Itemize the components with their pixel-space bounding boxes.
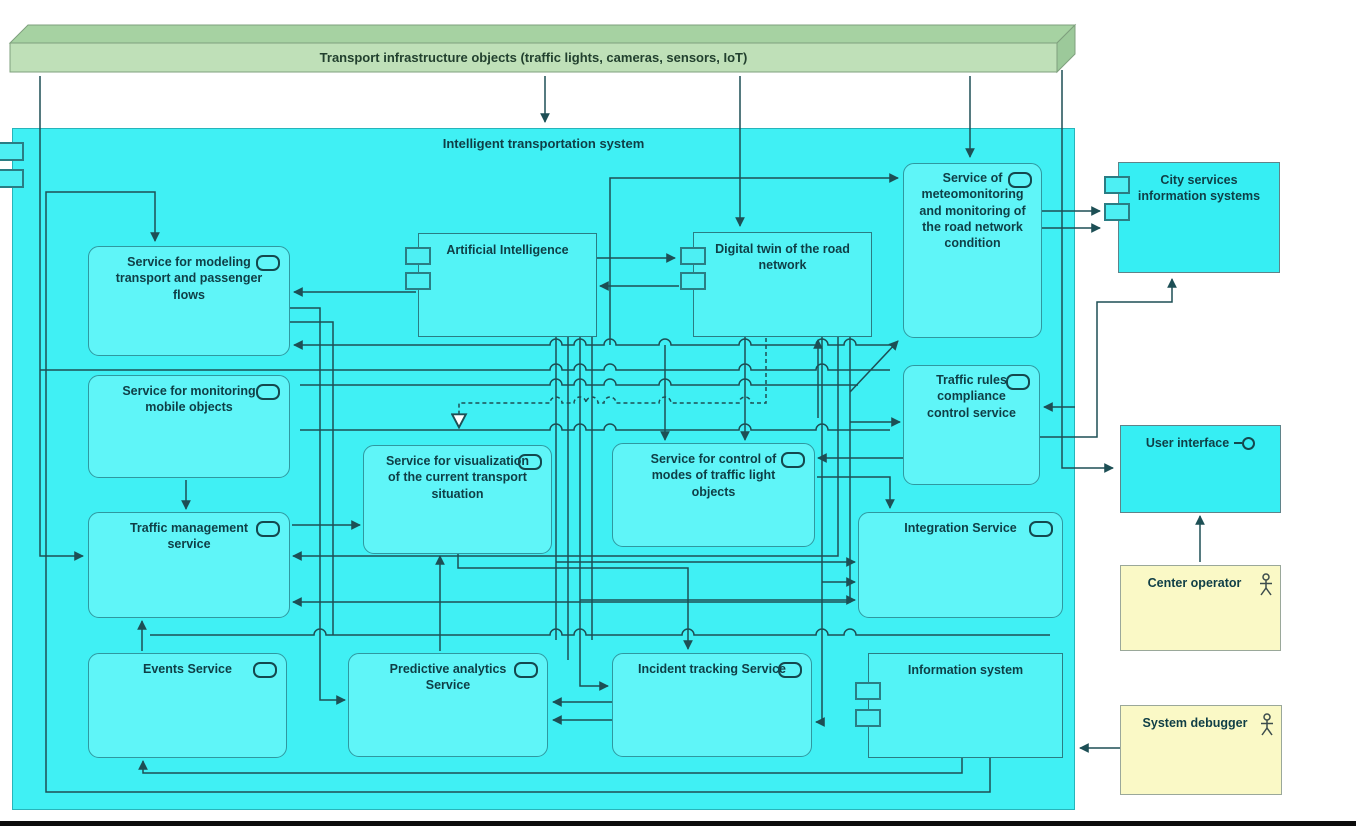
component-ai-box[interactable]: Artificial Intelligence <box>418 233 597 337</box>
service-icon <box>256 521 280 537</box>
service-integration-box[interactable]: Integration Service <box>858 512 1063 618</box>
service-icon <box>1008 172 1032 188</box>
service-modeling-label: Service for modeling transport and passe… <box>115 255 263 302</box>
service-icon <box>1006 374 1030 390</box>
center-operator-label: Center operator <box>1147 576 1242 590</box>
service-icon <box>253 662 277 678</box>
actor-icon <box>1260 573 1272 596</box>
component-ai-label: Artificial Intelligence <box>446 243 569 257</box>
user-interface-box[interactable]: User interface <box>1120 425 1281 513</box>
component-icon <box>680 272 706 290</box>
component-icon <box>1104 176 1130 194</box>
component-icon <box>855 682 881 700</box>
component-icon <box>0 142 24 161</box>
component-digital-twin-label: Digital twin of the road network <box>715 242 850 273</box>
service-icon <box>256 255 280 271</box>
system-debugger-box[interactable]: System debugger <box>1120 705 1282 795</box>
service-predictive-box[interactable]: Predictive analytics Service <box>348 653 548 757</box>
infrastructure-node-label[interactable]: Transport infrastructure objects (traffi… <box>319 50 748 65</box>
service-icon <box>1029 521 1053 537</box>
service-predictive-label: Predictive analytics Service <box>389 662 507 693</box>
service-incident-label: Incident tracking Service <box>638 662 786 676</box>
service-monitoring-mobile-box[interactable]: Service for monitoring mobile objects <box>88 375 290 478</box>
service-monitoring-mobile-label: Service for monitoring mobile objects <box>122 384 256 415</box>
component-information-system-label: Information system <box>907 663 1024 677</box>
service-icon <box>778 662 802 678</box>
service-traffic-management-box[interactable]: Traffic management service <box>88 512 290 618</box>
service-modeling-box[interactable]: Service for modeling transport and passe… <box>88 246 290 356</box>
component-icon <box>0 169 24 188</box>
service-icon <box>518 454 542 470</box>
service-events-label: Events Service <box>143 662 232 676</box>
service-icon <box>256 384 280 400</box>
user-interface-label: User interface <box>1145 436 1230 450</box>
service-traffic-rules-box[interactable]: Traffic rules compliance control service <box>903 365 1040 485</box>
page-bottom-divider <box>0 821 1356 826</box>
service-traffic-light-control-box[interactable]: Service for control of modes of traffic … <box>612 443 815 547</box>
system-container-label: Intelligent transportation system <box>442 136 645 151</box>
component-icon <box>1104 203 1130 221</box>
service-visualization-box[interactable]: Service for visualization of the current… <box>363 445 552 554</box>
service-meteo-box[interactable]: Service of meteomonitoring and monitorin… <box>903 163 1042 338</box>
component-information-system-box[interactable]: Information system <box>868 653 1063 758</box>
system-debugger-label: System debugger <box>1142 716 1248 730</box>
city-services-label: City services information systems <box>1137 173 1261 204</box>
service-traffic-management-label: Traffic management service <box>129 521 249 552</box>
service-events-box[interactable]: Events Service <box>88 653 287 758</box>
service-traffic-light-control-label: Service for control of modes of traffic … <box>650 452 777 499</box>
service-integration-label: Integration Service <box>904 521 1017 535</box>
center-operator-box[interactable]: Center operator <box>1120 565 1281 651</box>
service-visualization-label: Service for visualization of the current… <box>385 454 530 501</box>
actor-icon <box>1261 713 1273 736</box>
service-traffic-rules-label: Traffic rules compliance control service <box>927 373 1016 420</box>
city-services-box[interactable]: City services information systems <box>1118 162 1280 273</box>
component-digital-twin-box[interactable]: Digital twin of the road network <box>693 232 872 337</box>
component-icon <box>855 709 881 727</box>
component-icon <box>680 247 706 265</box>
service-icon <box>781 452 805 468</box>
interface-icon <box>1234 436 1256 450</box>
service-icon <box>514 662 538 678</box>
service-incident-box[interactable]: Incident tracking Service <box>612 653 812 757</box>
component-icon <box>405 247 431 265</box>
component-icon <box>405 272 431 290</box>
